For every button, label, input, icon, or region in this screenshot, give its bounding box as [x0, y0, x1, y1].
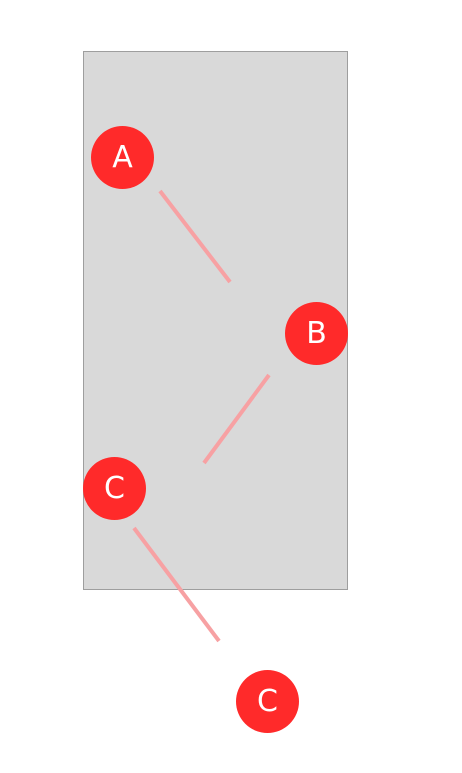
marker-c-inside: C: [83, 457, 146, 520]
marker-a: A: [91, 126, 154, 189]
marker-b: B: [285, 302, 348, 365]
marker-c-outside: C: [236, 670, 299, 733]
